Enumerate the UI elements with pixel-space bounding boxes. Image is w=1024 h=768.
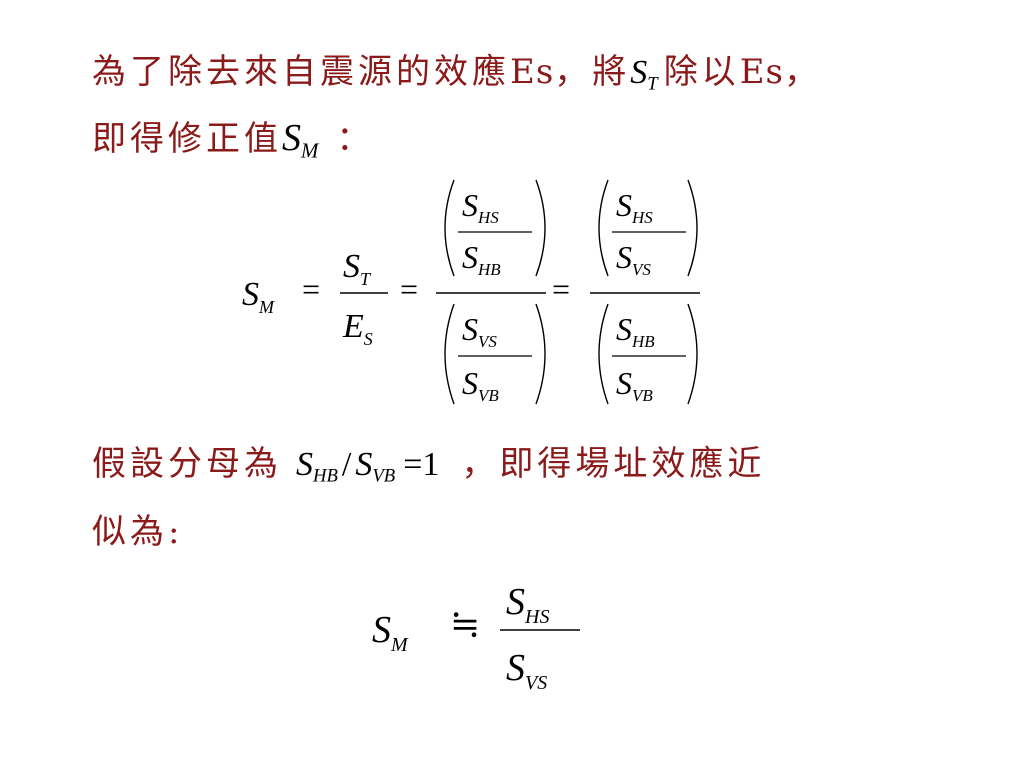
- svb-symbol: SVB: [355, 446, 396, 487]
- equation-2-svg: SM ≒ SHS SVS: [372, 581, 580, 694]
- approx-intro-text: 似為:: [92, 512, 184, 552]
- eq2-lhs: SM: [372, 609, 409, 656]
- eq1-b-num-den: SVS: [616, 239, 651, 279]
- eq1-lhs: SM: [242, 276, 275, 317]
- eq1-b-num-num: SHS: [616, 187, 653, 227]
- eq1-a-num-num: SHS: [462, 187, 499, 227]
- intro-line-2: 即得修正值SM ：: [92, 118, 374, 170]
- eq1-b-bot-lparen: [598, 303, 609, 405]
- colon: ：: [336, 119, 375, 159]
- es-label-2: Es: [739, 52, 784, 92]
- eq1-a-bot-rparen: [535, 303, 546, 405]
- eq1-a-bot-lparen: [444, 303, 455, 405]
- eq1-b-den-den: SVB: [616, 365, 653, 405]
- approx-intro-line: 似為:: [92, 512, 183, 552]
- eq1-b-bot-rparen: [687, 303, 698, 405]
- shb-symbol: SHB: [296, 446, 338, 487]
- eq1-equals-1: =: [302, 271, 320, 307]
- eq2-num: SHS: [506, 581, 549, 628]
- equation-2: SM ≒ SHS SVS: [370, 570, 590, 700]
- intro-text-b: 除以: [663, 52, 740, 92]
- eq1-a-top-lparen: [444, 179, 455, 277]
- es-label-1: Es: [510, 52, 555, 92]
- slash: /: [341, 446, 352, 483]
- comma-jiang: ，將: [554, 52, 631, 92]
- eq1-a-top-rparen: [535, 179, 546, 277]
- eq1-f1-den: ES: [342, 308, 373, 349]
- intro-text-a: 為了除去來自震源的效應: [92, 52, 510, 92]
- eq1-a-den-den: SVB: [462, 365, 499, 405]
- equals-one: =1: [403, 446, 440, 483]
- eq1-b-top-rparen: [687, 179, 698, 277]
- eq1-b-top-lparen: [598, 179, 609, 277]
- st-symbol: ST: [630, 54, 658, 95]
- corrected-value-text: 即得修正值: [92, 119, 282, 159]
- assumption-text-b: ，即得場址效應近: [461, 444, 766, 484]
- eq1-a-den-num: SVS: [462, 311, 497, 351]
- eq1-f1-num: ST: [343, 248, 372, 289]
- trailing-comma: ，: [783, 52, 822, 92]
- eq1-equals-3: =: [552, 271, 570, 307]
- eq2-den: SVS: [506, 647, 547, 694]
- eq2-approx: ≒: [450, 604, 480, 644]
- assumption-text-a: 假設分母為: [92, 444, 282, 484]
- eq1-a-num-den: SHB: [462, 239, 501, 279]
- sm-symbol: SM: [282, 117, 319, 163]
- equation-1: SM = ST ES = SHS SHB: [240, 172, 720, 417]
- assumption-line: 假設分母為 SHB/SVB=1 ，即得場址效應近: [92, 444, 765, 497]
- equation-1-svg: SM = ST ES = SHS SHB: [242, 179, 700, 405]
- eq1-equals-2: =: [400, 271, 418, 307]
- eq1-b-den-num: SHB: [616, 311, 655, 351]
